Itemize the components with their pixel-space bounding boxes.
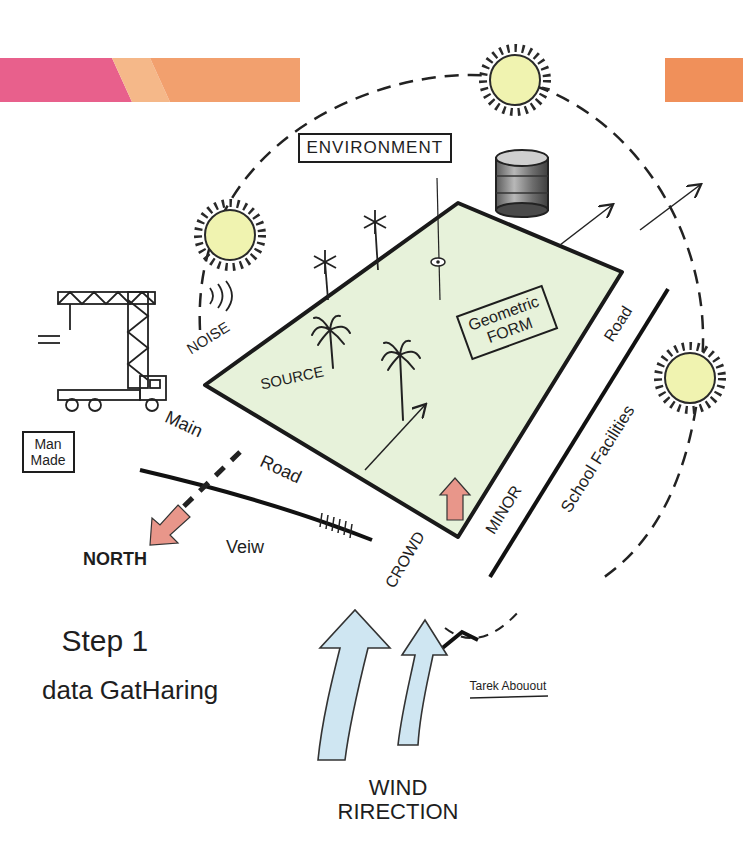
box-text: Man Made [31,436,66,468]
sketch-label: NOISE [184,318,232,357]
sketch-label: data GatHaring [42,676,218,705]
sketch-label: NORTH [83,550,147,570]
sketch-label: Main [161,408,205,442]
sketch-label: Road [601,303,636,345]
label-box: Man Made [22,431,75,473]
box-text: ENVIRONMENT [307,138,444,158]
sketch-label: CROWD [382,528,428,591]
sketch-label: Veiw [226,538,264,558]
sketch-label: Step 1 [62,624,149,657]
sketch-label: WIND RIRECTION [338,776,459,824]
sketch-label: Road [256,452,303,488]
label-box: ENVIRONMENT [298,133,453,163]
sketch-label: Tarek Abouout [470,680,547,693]
sketch-label: School Facilities [557,402,638,516]
